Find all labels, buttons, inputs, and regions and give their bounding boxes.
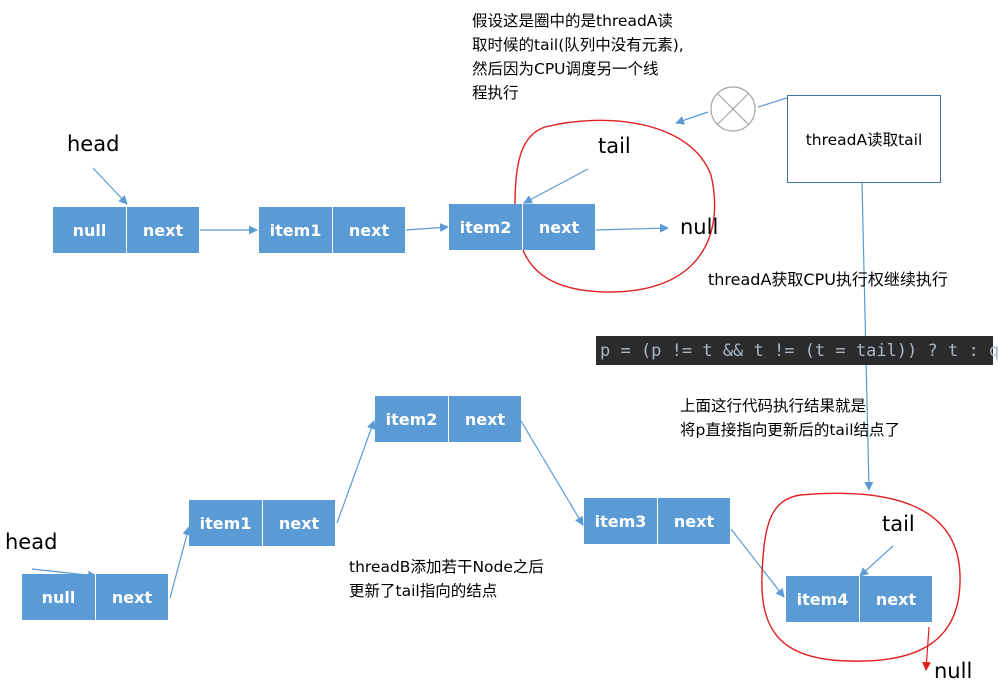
threadA-resume-note: threadA获取CPU执行权继续执行 xyxy=(708,268,948,292)
node-value: null xyxy=(22,574,95,620)
top-node-item2: item2 next xyxy=(449,204,595,250)
top-head-label: head xyxy=(67,132,120,156)
bottom-node-item1: item1 next xyxy=(189,500,335,546)
result-note: 上面这行代码执行结果就是 将p直接指向更新后的tail结点了 xyxy=(680,394,900,442)
node-next: next xyxy=(332,207,405,253)
node-value: item2 xyxy=(449,204,522,250)
top-list-arrows xyxy=(92,97,874,491)
top-explanation-note: 假设这是圈中的是threadA读 取时候的tail(队列中没有元素), 然后因为… xyxy=(472,9,684,105)
node-next: next xyxy=(448,396,521,442)
note-line: 将p直接指向更新后的tail结点了 xyxy=(680,421,901,439)
node-next: next xyxy=(262,500,335,546)
bottom-null-arrow xyxy=(922,626,932,671)
node-value: null xyxy=(53,207,126,253)
bottom-node-item2: item2 next xyxy=(375,396,521,442)
tail-highlight-circles xyxy=(514,119,961,662)
node-next: next xyxy=(657,498,730,544)
node-value: item1 xyxy=(189,500,262,546)
code-line: p = (p != t && t != (t = tail)) ? t : q xyxy=(596,336,999,365)
node-next: next xyxy=(522,204,595,250)
note-line: 上面这行代码执行结果就是 xyxy=(680,397,867,415)
cross-circle-icon xyxy=(710,86,756,132)
node-value: item2 xyxy=(375,396,448,442)
bottom-node-item3: item3 next xyxy=(584,498,730,544)
node-value: item4 xyxy=(786,576,859,622)
bottom-node-null: null next xyxy=(22,574,168,620)
bottom-node-item4: item4 next xyxy=(786,576,932,622)
bottom-head-label: head xyxy=(5,530,58,554)
note-line: threadA获取CPU执行权继续执行 xyxy=(708,270,948,289)
threadB-note: threadB添加若干Node之后 更新了tail指向的结点 xyxy=(349,555,544,603)
note-line: threadB添加若干Node之后 xyxy=(349,558,544,576)
bottom-null-label: null xyxy=(934,659,973,683)
top-null-label: null xyxy=(680,215,719,239)
note-line: 程执行 xyxy=(472,84,519,102)
note-line: 假设这是圈中的是threadA读 xyxy=(472,12,673,30)
box-label: threadA读取tail xyxy=(805,131,923,149)
node-next: next xyxy=(859,576,932,622)
top-node-null: null next xyxy=(53,207,199,253)
note-line: 更新了tail指向的结点 xyxy=(349,582,498,600)
top-tail-label: tail xyxy=(598,134,631,158)
top-node-item1: item1 next xyxy=(259,207,405,253)
node-next: next xyxy=(126,207,199,253)
threadA-read-tail-box: threadA读取tail xyxy=(787,95,941,183)
node-next: next xyxy=(95,574,168,620)
node-value: item1 xyxy=(259,207,332,253)
bottom-list-arrows xyxy=(31,420,894,599)
note-line: 然后因为CPU调度另一个线 xyxy=(472,60,659,78)
node-value: item3 xyxy=(584,498,657,544)
note-line: 取时候的tail(队列中没有元素), xyxy=(472,36,684,54)
bottom-tail-label: tail xyxy=(882,512,915,536)
